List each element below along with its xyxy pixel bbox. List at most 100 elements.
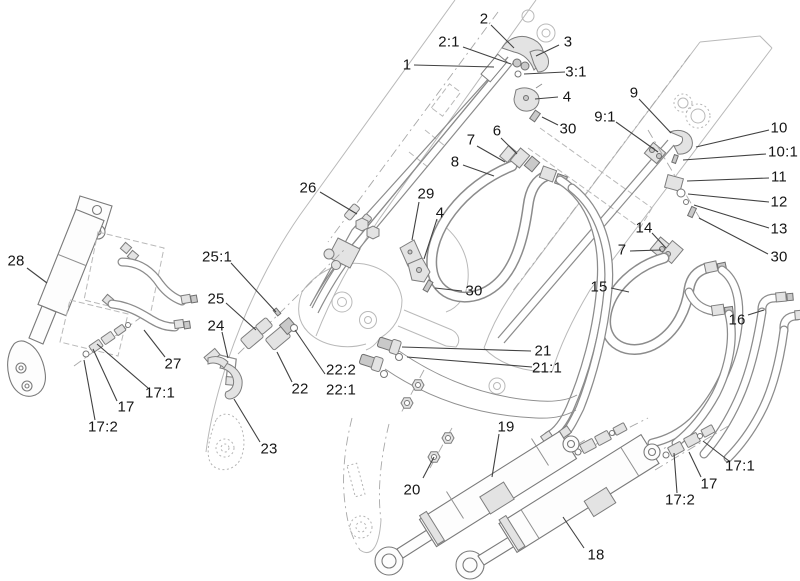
- arm-tip-left: [207, 413, 245, 471]
- leader-line-17-2-left: [83, 359, 96, 421]
- leader-line-17-2-br: [673, 452, 678, 494]
- callout-9: 9: [629, 84, 639, 102]
- leader-line-25: [225, 302, 257, 331]
- leader-line-7-right: [629, 249, 662, 252]
- callout-2: 2: [479, 10, 489, 28]
- leader-line-9: [638, 98, 672, 134]
- callout-22: 22: [291, 380, 309, 398]
- callout-17-2-br: 17:2: [665, 491, 695, 509]
- callout-17-2-left: 17:2: [88, 418, 118, 436]
- callout-8: 8: [450, 153, 460, 171]
- leader-line-30-right: [698, 217, 769, 255]
- leader-line-16: [747, 309, 765, 316]
- callout-30-top: 30: [559, 120, 577, 138]
- callout-3: 3: [563, 33, 573, 51]
- callout-22-2: 22:2: [326, 361, 356, 379]
- leader-line-17-1-br: [702, 440, 730, 462]
- clamp-assembly-top: [501, 35, 549, 78]
- hook-23: [207, 356, 243, 400]
- leader-line-18: [562, 516, 585, 549]
- callout-12: 12: [770, 193, 788, 211]
- callout-20: 20: [403, 481, 421, 499]
- callout-10: 10: [770, 119, 788, 137]
- leader-line-7-top: [476, 145, 506, 163]
- manifold-fittings: [323, 217, 380, 270]
- leader-line-8: [462, 164, 495, 177]
- callout-7-top: 7: [466, 131, 476, 149]
- leader-line-4-mid: [423, 218, 438, 260]
- leader-line-29: [411, 201, 420, 241]
- leader-line-30-mid: [434, 287, 463, 292]
- leader-line-24: [221, 331, 229, 359]
- leader-line-2-1: [462, 46, 512, 65]
- cross-member: [527, 127, 653, 229]
- callout-leader-lines: [26, 24, 770, 549]
- callout-26: 26: [299, 179, 317, 197]
- bracket-29-latch-4-screw-30: [399, 239, 434, 293]
- leader-line-10: [695, 129, 770, 148]
- leader-line-22: [276, 351, 293, 383]
- leader-line-1: [413, 64, 495, 68]
- callout-23: 23: [260, 440, 278, 458]
- callout-30-mid: 30: [465, 282, 483, 300]
- callout-21: 21: [534, 342, 552, 360]
- callout-18: 18: [587, 546, 605, 564]
- hoses-descending-right: [647, 265, 744, 448]
- leader-line-13: [693, 204, 770, 229]
- leader-line-17-1-left: [96, 343, 149, 389]
- leader-line-21-1: [406, 356, 533, 368]
- fitting-cluster-left: [544, 417, 649, 471]
- leader-line-20: [422, 456, 435, 479]
- leader-line-26: [319, 191, 358, 215]
- callout-9-1: 9:1: [594, 108, 616, 126]
- callout-16: 16: [728, 311, 746, 329]
- leader-line-28: [26, 267, 48, 284]
- callout-21-1: 21:1: [532, 359, 562, 377]
- latch-4-top: [513, 83, 543, 123]
- callout-6: 6: [492, 122, 502, 140]
- tube-assembly-right: [497, 139, 675, 344]
- leader-line-9-1: [615, 121, 659, 153]
- loader-arm-right: [483, 35, 773, 395]
- hose-15-assembly: [600, 252, 735, 355]
- fitting-stack-left: [73, 317, 141, 367]
- hydraulic-cylinder-19: [374, 430, 586, 576]
- leader-line-14: [651, 232, 667, 249]
- leader-line-30-top: [541, 116, 559, 126]
- callout-24: 24: [207, 317, 225, 335]
- leader-line-10-1: [682, 153, 767, 161]
- callout-30-right: 30: [770, 248, 788, 266]
- callout-17-1-left: 17:1: [145, 384, 175, 402]
- leader-line-17-br: [688, 451, 702, 478]
- leader-line-23: [233, 398, 261, 443]
- leader-line-4-top: [534, 96, 559, 100]
- hydraulic-cylinder-18: [455, 433, 669, 580]
- callout-4-top: 4: [562, 88, 572, 106]
- callout-25: 25: [207, 290, 225, 308]
- callout-15: 15: [590, 278, 608, 296]
- fitting-stack-right: [647, 129, 703, 223]
- callout-22-1: 22:1: [326, 381, 356, 399]
- leader-line-3-1: [523, 71, 566, 75]
- leader-line-17-left: [92, 348, 118, 402]
- leader-line-27: [143, 329, 166, 358]
- leader-line-22-2: [294, 329, 326, 375]
- callout-3-1: 3:1: [565, 63, 587, 81]
- callout-17-1-br: 17:1: [725, 457, 755, 475]
- hoses-16: [699, 291, 800, 463]
- callout-11: 11: [771, 168, 787, 186]
- callout-14: 14: [635, 219, 653, 237]
- leader-line-25-1: [230, 262, 277, 313]
- callout-10-1: 10:1: [768, 143, 798, 161]
- leader-line-3: [535, 44, 560, 57]
- callout-17-br: 17: [700, 475, 718, 493]
- leader-line-6: [500, 137, 518, 155]
- hoses-27: [101, 241, 199, 332]
- callout-29: 29: [417, 185, 435, 203]
- callout-2-1: 2:1: [438, 33, 460, 51]
- callout-27: 27: [164, 355, 182, 373]
- callout-7-right: 7: [617, 241, 627, 259]
- callout-19: 19: [497, 418, 515, 436]
